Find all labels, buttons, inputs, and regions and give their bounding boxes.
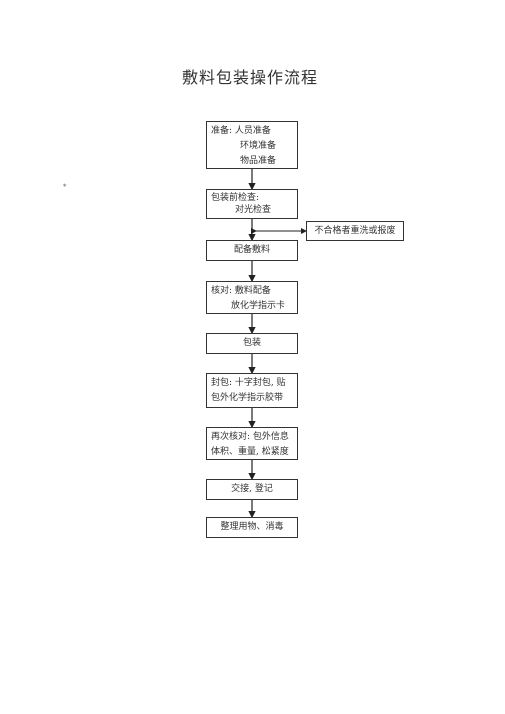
step-pack: 包装	[206, 333, 298, 354]
step-seal-line-2: 包外化学指示胶带	[211, 393, 284, 403]
step-precheck-line-2: 对光检查	[235, 205, 272, 215]
step-verify-line-1: 核对: 敷料配备	[211, 286, 271, 296]
step-precheck: 包装前检查: 对光检查	[206, 189, 298, 219]
step-prepare-line-3: 物品准备	[240, 156, 277, 166]
step-recheck-line-1: 再次核对: 包外信息	[211, 432, 289, 442]
stray-mark: *	[63, 183, 67, 191]
step-prepare-line-2: 环境准备	[240, 141, 277, 151]
step-reject: 不合格者重洗或报废	[306, 221, 404, 241]
step-handover: 交接, 登记	[206, 479, 298, 500]
step-prepare-line-1: 准备: 人员准备	[211, 126, 271, 136]
step-recheck: 再次核对: 包外信息 体积、重量, 松紧度	[206, 427, 298, 460]
step-verify: 核对: 敷料配备 放化学指示卡	[206, 281, 298, 314]
step-dressing: 配备敷料	[206, 240, 298, 261]
step-seal-line-1: 封包: 十字封包, 贴	[211, 378, 286, 388]
step-verify-line-2: 放化学指示卡	[231, 301, 286, 311]
step-seal: 封包: 十字封包, 贴 包外化学指示胶带	[206, 373, 298, 408]
step-precheck-line-1: 包装前检查:	[211, 193, 260, 203]
step-recheck-line-2: 体积、重量, 松紧度	[211, 447, 289, 457]
step-tidy: 整理用物、消毒	[206, 517, 298, 538]
step-prepare: 准备: 人员准备 环境准备 物品准备	[206, 121, 298, 169]
page-title: 敷料包装操作流程	[181, 68, 318, 87]
